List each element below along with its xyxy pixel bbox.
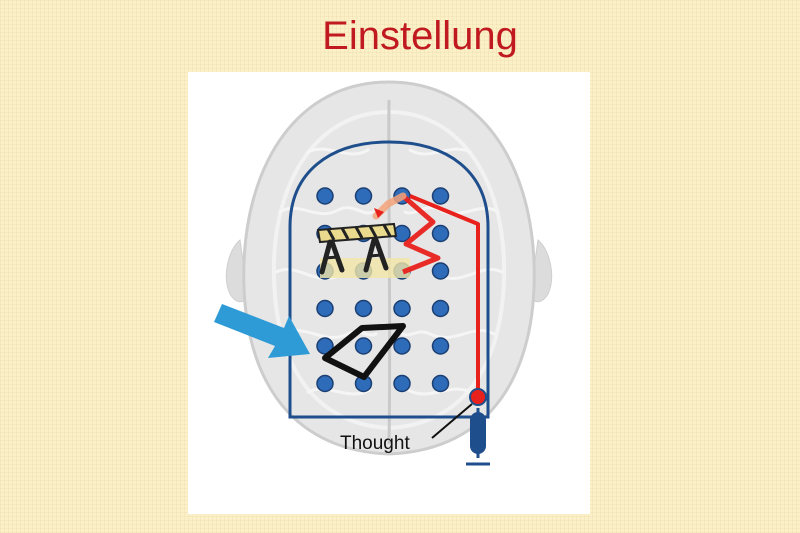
electrode-node — [431, 374, 450, 393]
electrode-node — [393, 374, 411, 393]
electrode-node — [431, 224, 450, 243]
electrode-node — [431, 299, 450, 318]
electrode-node — [316, 337, 334, 355]
electrode-node — [316, 299, 334, 318]
slide-title: Einstellung — [322, 14, 518, 58]
electrode-node — [354, 337, 373, 355]
familiar-path — [322, 323, 406, 380]
electrode-node — [431, 187, 450, 205]
arrow-icon — [214, 304, 310, 358]
brain-diagram: Thought — [214, 80, 553, 466]
electrode-icon — [466, 388, 490, 466]
electrode-node — [316, 374, 334, 393]
electrode-node — [354, 187, 373, 205]
electrode-node — [431, 262, 450, 280]
electrode-node — [393, 337, 411, 355]
electrode-node — [316, 187, 334, 205]
barrier-icon — [316, 222, 410, 278]
thought-pointer — [431, 403, 473, 439]
blocked-path — [372, 192, 441, 275]
electrode-node — [393, 299, 411, 318]
electrode-wire — [409, 194, 480, 397]
thought-label: Thought — [340, 433, 410, 454]
brain-diagram-panel: Thought — [188, 72, 590, 514]
electrode-node — [431, 337, 450, 355]
electrode-node — [354, 299, 373, 318]
electrode-frame — [288, 140, 490, 419]
